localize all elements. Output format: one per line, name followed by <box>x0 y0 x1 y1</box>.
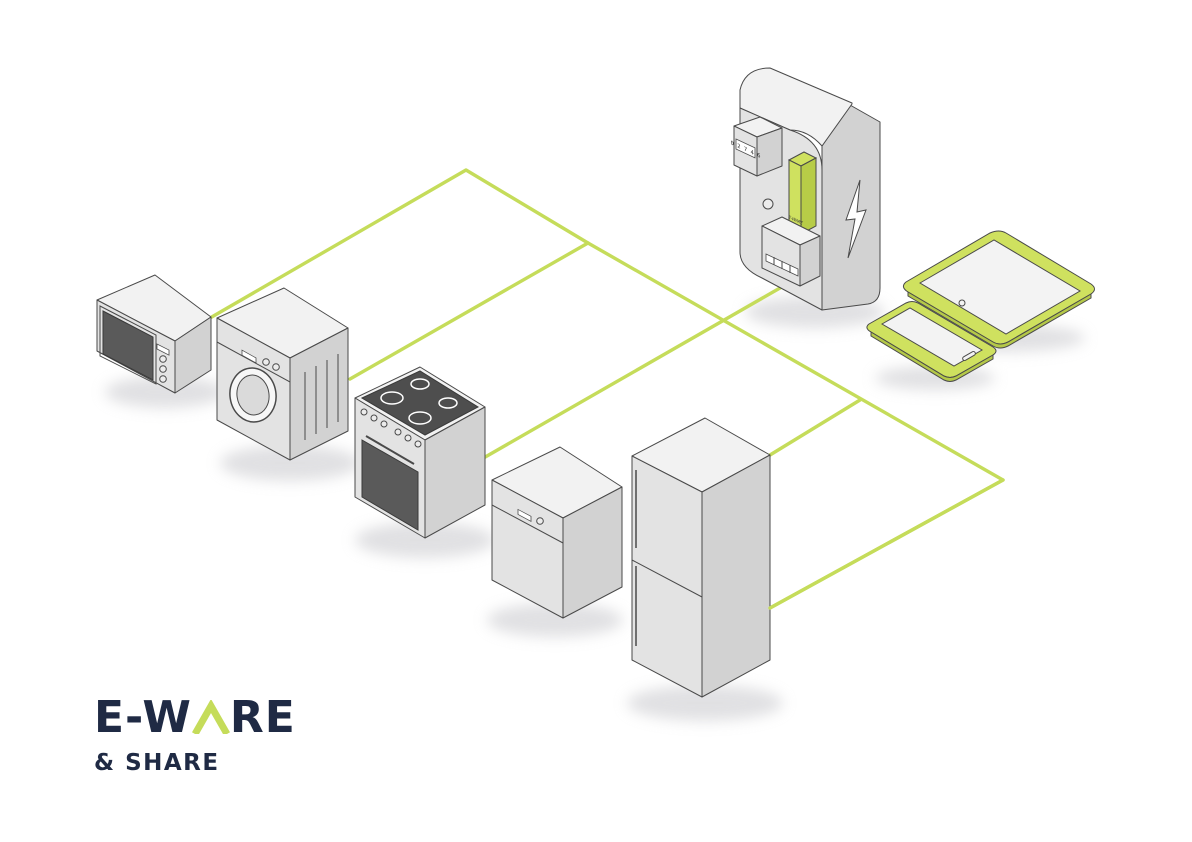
phone-home-button-icon <box>962 351 976 361</box>
microwave <box>96 274 212 394</box>
logo-wordmark-part2: RE <box>229 692 296 743</box>
burner-icon <box>380 391 404 405</box>
microwave-display <box>156 343 170 356</box>
burner-icon <box>410 378 430 390</box>
logo-wordmark: E-W RE <box>94 692 296 743</box>
dishwasher <box>491 446 623 619</box>
lightning-bolt-icon <box>845 179 867 259</box>
power-wiring-front <box>768 478 1005 610</box>
cooktop <box>360 370 480 436</box>
meter-dial-icon <box>762 198 774 210</box>
electricity-counter: 0 2 7 4 6 <box>731 116 783 177</box>
refrigerator <box>631 417 771 698</box>
logo-tagline: & SHARE <box>94 750 220 776</box>
dishwasher-display <box>517 508 532 522</box>
logo-wordmark-part1: E-W <box>94 692 192 743</box>
tablet <box>902 230 1095 349</box>
washing-machine <box>216 287 349 461</box>
microwave-window <box>102 310 154 381</box>
breaker-panel <box>761 216 821 287</box>
meter-cabinet: 0 2 7 4 6 E-WARE SHARE <box>731 67 881 311</box>
oven-window <box>361 439 419 531</box>
electric-stove <box>354 366 486 539</box>
svg-text:E-WARE: E-WARE <box>788 214 805 225</box>
smartphone <box>866 301 997 382</box>
tablet-home-button-icon <box>958 299 966 307</box>
house-roof-icon <box>191 694 230 736</box>
burner-icon <box>438 397 458 409</box>
burner-icon <box>408 411 432 425</box>
washer-display <box>241 349 257 364</box>
e-ware-controller: E-WARE SHARE <box>788 151 818 235</box>
